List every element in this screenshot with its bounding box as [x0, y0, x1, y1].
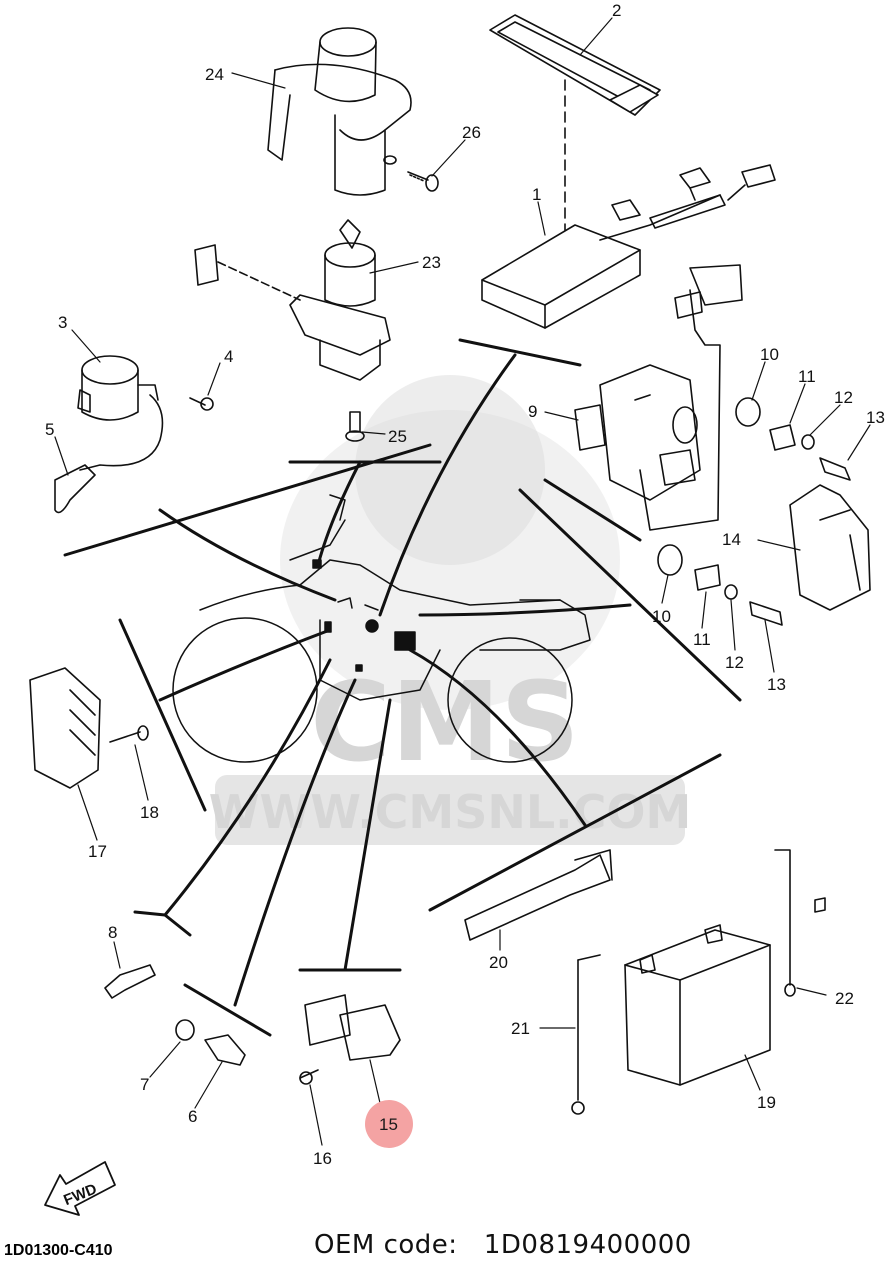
motorcycle-outline	[172, 494, 591, 763]
callout-5: 5	[45, 420, 54, 439]
callout-11-lower: 11	[693, 630, 711, 649]
oem-label: OEM code:	[314, 1230, 458, 1260]
callout-14: 14	[722, 530, 741, 549]
watermark-url: WWW.CMSNL.COM	[209, 785, 692, 839]
oem-value: 1D0819400000	[483, 1230, 692, 1260]
part-2-strap	[489, 14, 661, 231]
callout-24: 24	[205, 65, 224, 84]
part-17-rectifier	[29, 667, 149, 789]
callout-9: 9	[528, 402, 537, 421]
callout-7: 7	[140, 1075, 149, 1094]
callout-13-lower: 13	[767, 675, 786, 694]
callout-numbers: 2 1 24 26 23 3 4 5 25 9 10 11 12 13 14 1…	[45, 1, 885, 1168]
part-20-bracket	[464, 849, 613, 941]
part-14-cover	[789, 484, 871, 611]
callout-6: 6	[188, 1107, 197, 1126]
callout-23: 23	[422, 253, 441, 272]
callout-18: 18	[140, 803, 159, 822]
callout-12-lower: 12	[725, 653, 744, 672]
fwd-arrow	[44, 1161, 116, 1216]
highlight-marker	[365, 1100, 413, 1148]
parts-10-13-lower	[657, 544, 783, 626]
callout-8: 8	[108, 923, 117, 942]
leader-lines	[63, 338, 742, 1037]
callout-17: 17	[88, 842, 107, 861]
parts-6-7	[175, 1019, 246, 1066]
oem-code: OEM code: 1D0819400000	[314, 1230, 692, 1260]
part-9-starter-relay	[574, 264, 743, 531]
callout-10-upper: 10	[760, 345, 779, 364]
callout-12-upper: 12	[834, 388, 853, 407]
callout-leaders	[54, 17, 871, 1146]
callout-1: 1	[532, 185, 541, 204]
callout-10-lower: 10	[652, 607, 671, 626]
callout-15: 15	[379, 1115, 398, 1134]
part-24-cover	[267, 27, 412, 196]
part-1-cdi-unit	[481, 164, 776, 329]
callout-11-upper: 11	[798, 367, 816, 386]
callout-21: 21	[511, 1019, 530, 1038]
callout-3: 3	[58, 313, 67, 332]
watermark: CMS WWW.CMSNL.COM	[209, 375, 692, 845]
part-25-bolt	[345, 411, 365, 442]
parts-10-13-upper	[735, 397, 851, 481]
watermark-brand: CMS	[310, 658, 579, 786]
callout-4: 4	[224, 347, 233, 366]
callout-22: 22	[835, 989, 854, 1008]
part-3-ignition-coil	[54, 355, 164, 514]
callout-25: 25	[388, 427, 407, 446]
callout-2: 2	[612, 1, 621, 20]
callout-19: 19	[757, 1093, 776, 1112]
diagram-code: 1D01300-C410	[4, 1242, 113, 1259]
parts-21-22-leads	[571, 849, 826, 1115]
part-8-sensor	[104, 964, 156, 999]
callout-16: 16	[313, 1149, 332, 1168]
callout-13-upper: 13	[866, 408, 885, 427]
part-19-battery	[624, 924, 771, 1086]
callout-26: 26	[462, 123, 481, 142]
part-26-screw	[407, 171, 439, 192]
part-15-relay	[299, 994, 401, 1085]
callout-20: 20	[489, 953, 508, 972]
part-23-main-switch	[194, 219, 391, 381]
part-4-bolt	[189, 397, 214, 411]
